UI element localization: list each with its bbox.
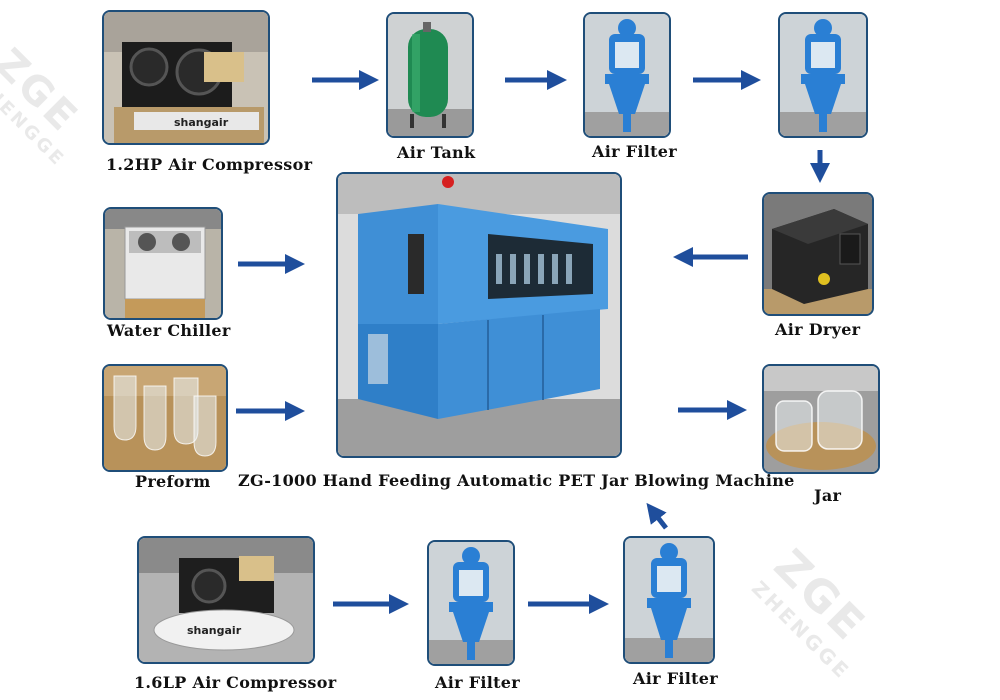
air-filter-bottom-1-label: Air Filter — [435, 673, 520, 692]
jar-label: Jar — [814, 486, 841, 505]
air-filter-bottom-2-label: Air Filter — [633, 669, 718, 688]
watermark-bottom-right: ZGE ZHENGGE — [747, 540, 891, 684]
air-filter-top-2-photo — [778, 12, 868, 138]
compressor-16lp-photo: shangair — [137, 536, 315, 664]
arrow-filter-to-machine — [652, 510, 666, 528]
air-dryer-label: Air Dryer — [775, 320, 860, 339]
preform-label: Preform — [135, 472, 211, 491]
air-filter-top-1-label: Air Filter — [592, 142, 677, 161]
compressor-12hp-photo: shangair — [102, 10, 270, 145]
compressor-brand-text: shangair — [174, 116, 229, 129]
compressor-16lp-label: 1.6LP Air Compressor — [134, 673, 336, 692]
air-dryer-photo — [762, 192, 874, 316]
watermark-top-left: ZGE ZHENGGE — [0, 40, 102, 171]
air-filter-bottom-2-photo — [623, 536, 715, 664]
machine-label: ZG-1000 Hand Feeding Automatic PET Jar B… — [238, 471, 795, 490]
water-chiller-label: Water Chiller — [107, 321, 231, 340]
compressor-brand-text: shangair — [187, 624, 242, 637]
air-tank-label: Air Tank — [397, 143, 475, 162]
air-filter-bottom-1-photo — [427, 540, 515, 666]
air-tank-photo — [386, 12, 474, 138]
preform-photo — [102, 364, 228, 472]
compressor-12hp-label: 1.2HP Air Compressor — [106, 155, 312, 174]
machine-photo — [336, 172, 622, 458]
water-chiller-photo — [103, 207, 223, 320]
jar-photo — [762, 364, 880, 474]
air-filter-top-1-photo — [583, 12, 671, 138]
